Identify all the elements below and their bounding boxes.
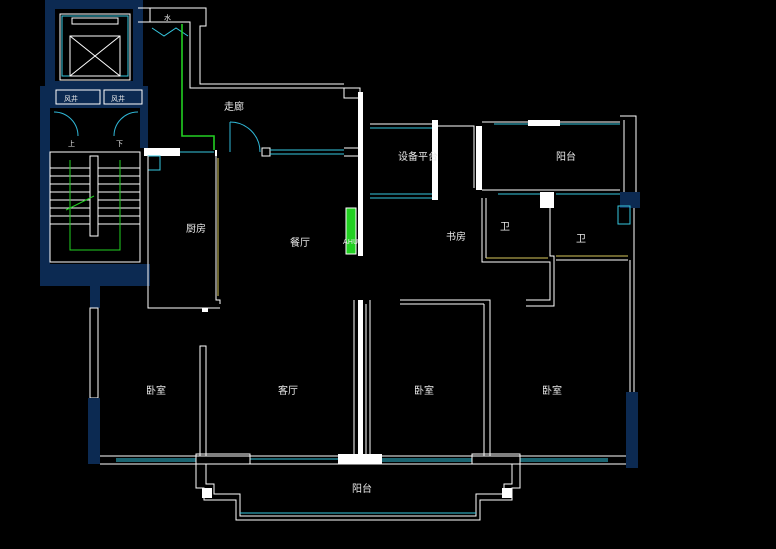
central-spine [345,92,363,464]
room-label-bedroom-3: 卧室 [542,384,562,397]
elevator-core [40,0,148,108]
room-label-dining: 餐厅 [290,236,310,249]
room-label-bottom-balcony: 阳台 [352,482,372,495]
room-label-kitchen: 厨房 [186,222,206,235]
lower-room-walls [88,299,491,464]
bottom-balcony [195,464,521,521]
vent-label-right: 风井 [111,94,125,103]
stair-down-label: 下 [116,140,123,148]
room-label-top-balcony: 阳台 [556,150,576,163]
room-label-bedroom-2: 卧室 [414,384,434,397]
corridor-walls [138,7,361,171]
stair-up-label: 上 [68,139,75,148]
top-balcony-walls [476,115,640,208]
room-label-bedroom-1: 卧室 [146,384,166,397]
pipe-tag: 水 [164,13,171,22]
room-label-equipment-platform: 设备平台 [398,150,438,163]
room-label-living: 客厅 [278,384,298,397]
vent-label-left: 风井 [64,94,78,103]
room-label-bath-2: 卫 [576,234,586,245]
right-exterior-wall [626,208,638,468]
room-label-study: 书房 [446,230,466,243]
bathroom-walls [481,198,631,307]
equipment-tag: AHU [343,238,358,246]
room-label-corridor: 走廊 [224,100,244,113]
stairwell [40,108,150,308]
bottom-facade [100,453,626,465]
kitchen-walls [147,156,221,312]
room-label-bath-1: 卫 [500,222,510,233]
equipment-platform-walls [370,120,475,200]
